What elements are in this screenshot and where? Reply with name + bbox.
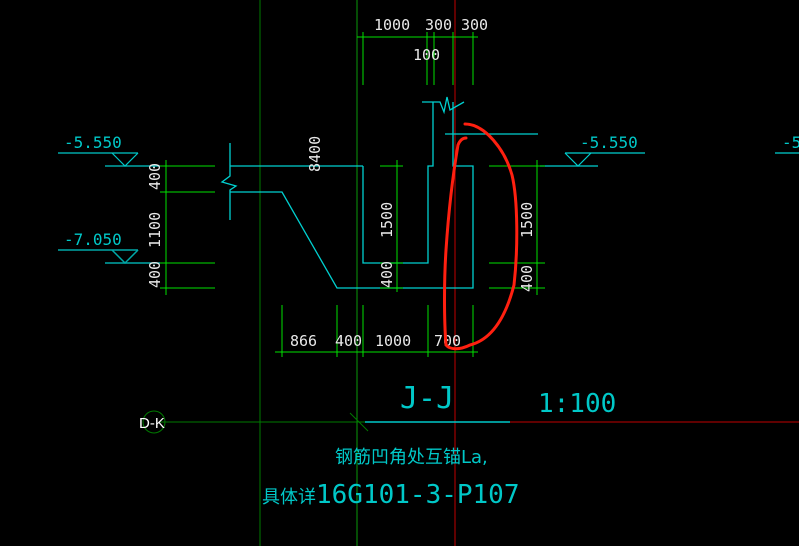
note-line-2-prefix: 具体详 — [262, 487, 316, 508]
left-dim-1100: 1100 — [146, 212, 164, 248]
inner-dim-400: 400 — [378, 261, 396, 288]
elevation-label-bottom: -7.050 — [64, 230, 122, 249]
top-dimension-group — [357, 32, 478, 85]
bottom-dim-1000: 1000 — [375, 332, 411, 350]
section-cut-tick — [349, 412, 369, 432]
left-vertical-dimension — [160, 160, 215, 295]
top-dim-300b: 300 — [461, 16, 488, 34]
right-dim-1500: 1500 — [518, 202, 536, 238]
top-dim-300a: 300 — [425, 16, 452, 34]
bottom-dim-700: 700 — [434, 332, 461, 350]
bottom-dim-400: 400 — [335, 332, 362, 350]
note-line-1: 钢筋凹角处互锚La, — [335, 447, 488, 468]
top-dim-1000: 1000 — [374, 16, 410, 34]
section-scale: 1:100 — [538, 389, 616, 419]
bottom-dim-866: 866 — [290, 332, 317, 350]
elevation-marker-bottom — [58, 249, 160, 265]
left-dim-400-bottom: 400 — [146, 261, 164, 288]
section-title: J-J — [400, 381, 454, 416]
top-dim-100: 100 — [413, 46, 440, 64]
elevation-label-right: -5.550 — [580, 133, 638, 152]
elevation-label-far-right: -5 — [782, 133, 799, 152]
foundation-section-outline — [220, 96, 598, 289]
note-line-2-ref: 16G101-3-P107 — [316, 480, 520, 510]
red-markup-circle — [443, 122, 519, 351]
inner-dim-1500: 1500 — [378, 202, 396, 238]
span-dim-8400: 8400 — [306, 136, 324, 172]
note-line-2: 具体详16G101-3-P107 — [262, 480, 520, 510]
right-dim-400: 400 — [518, 265, 536, 292]
elevation-label-top: -5.550 — [64, 133, 122, 152]
left-dim-400-top: 400 — [146, 163, 164, 190]
grid-label-dk[interactable]: D-K — [139, 415, 165, 432]
bottom-dimension-group — [275, 305, 478, 357]
grid-bubble — [142, 410, 166, 434]
inner-vertical-dimension — [380, 160, 403, 292]
elevation-marker-top — [58, 152, 160, 167]
elevation-marker-right — [564, 152, 799, 167]
